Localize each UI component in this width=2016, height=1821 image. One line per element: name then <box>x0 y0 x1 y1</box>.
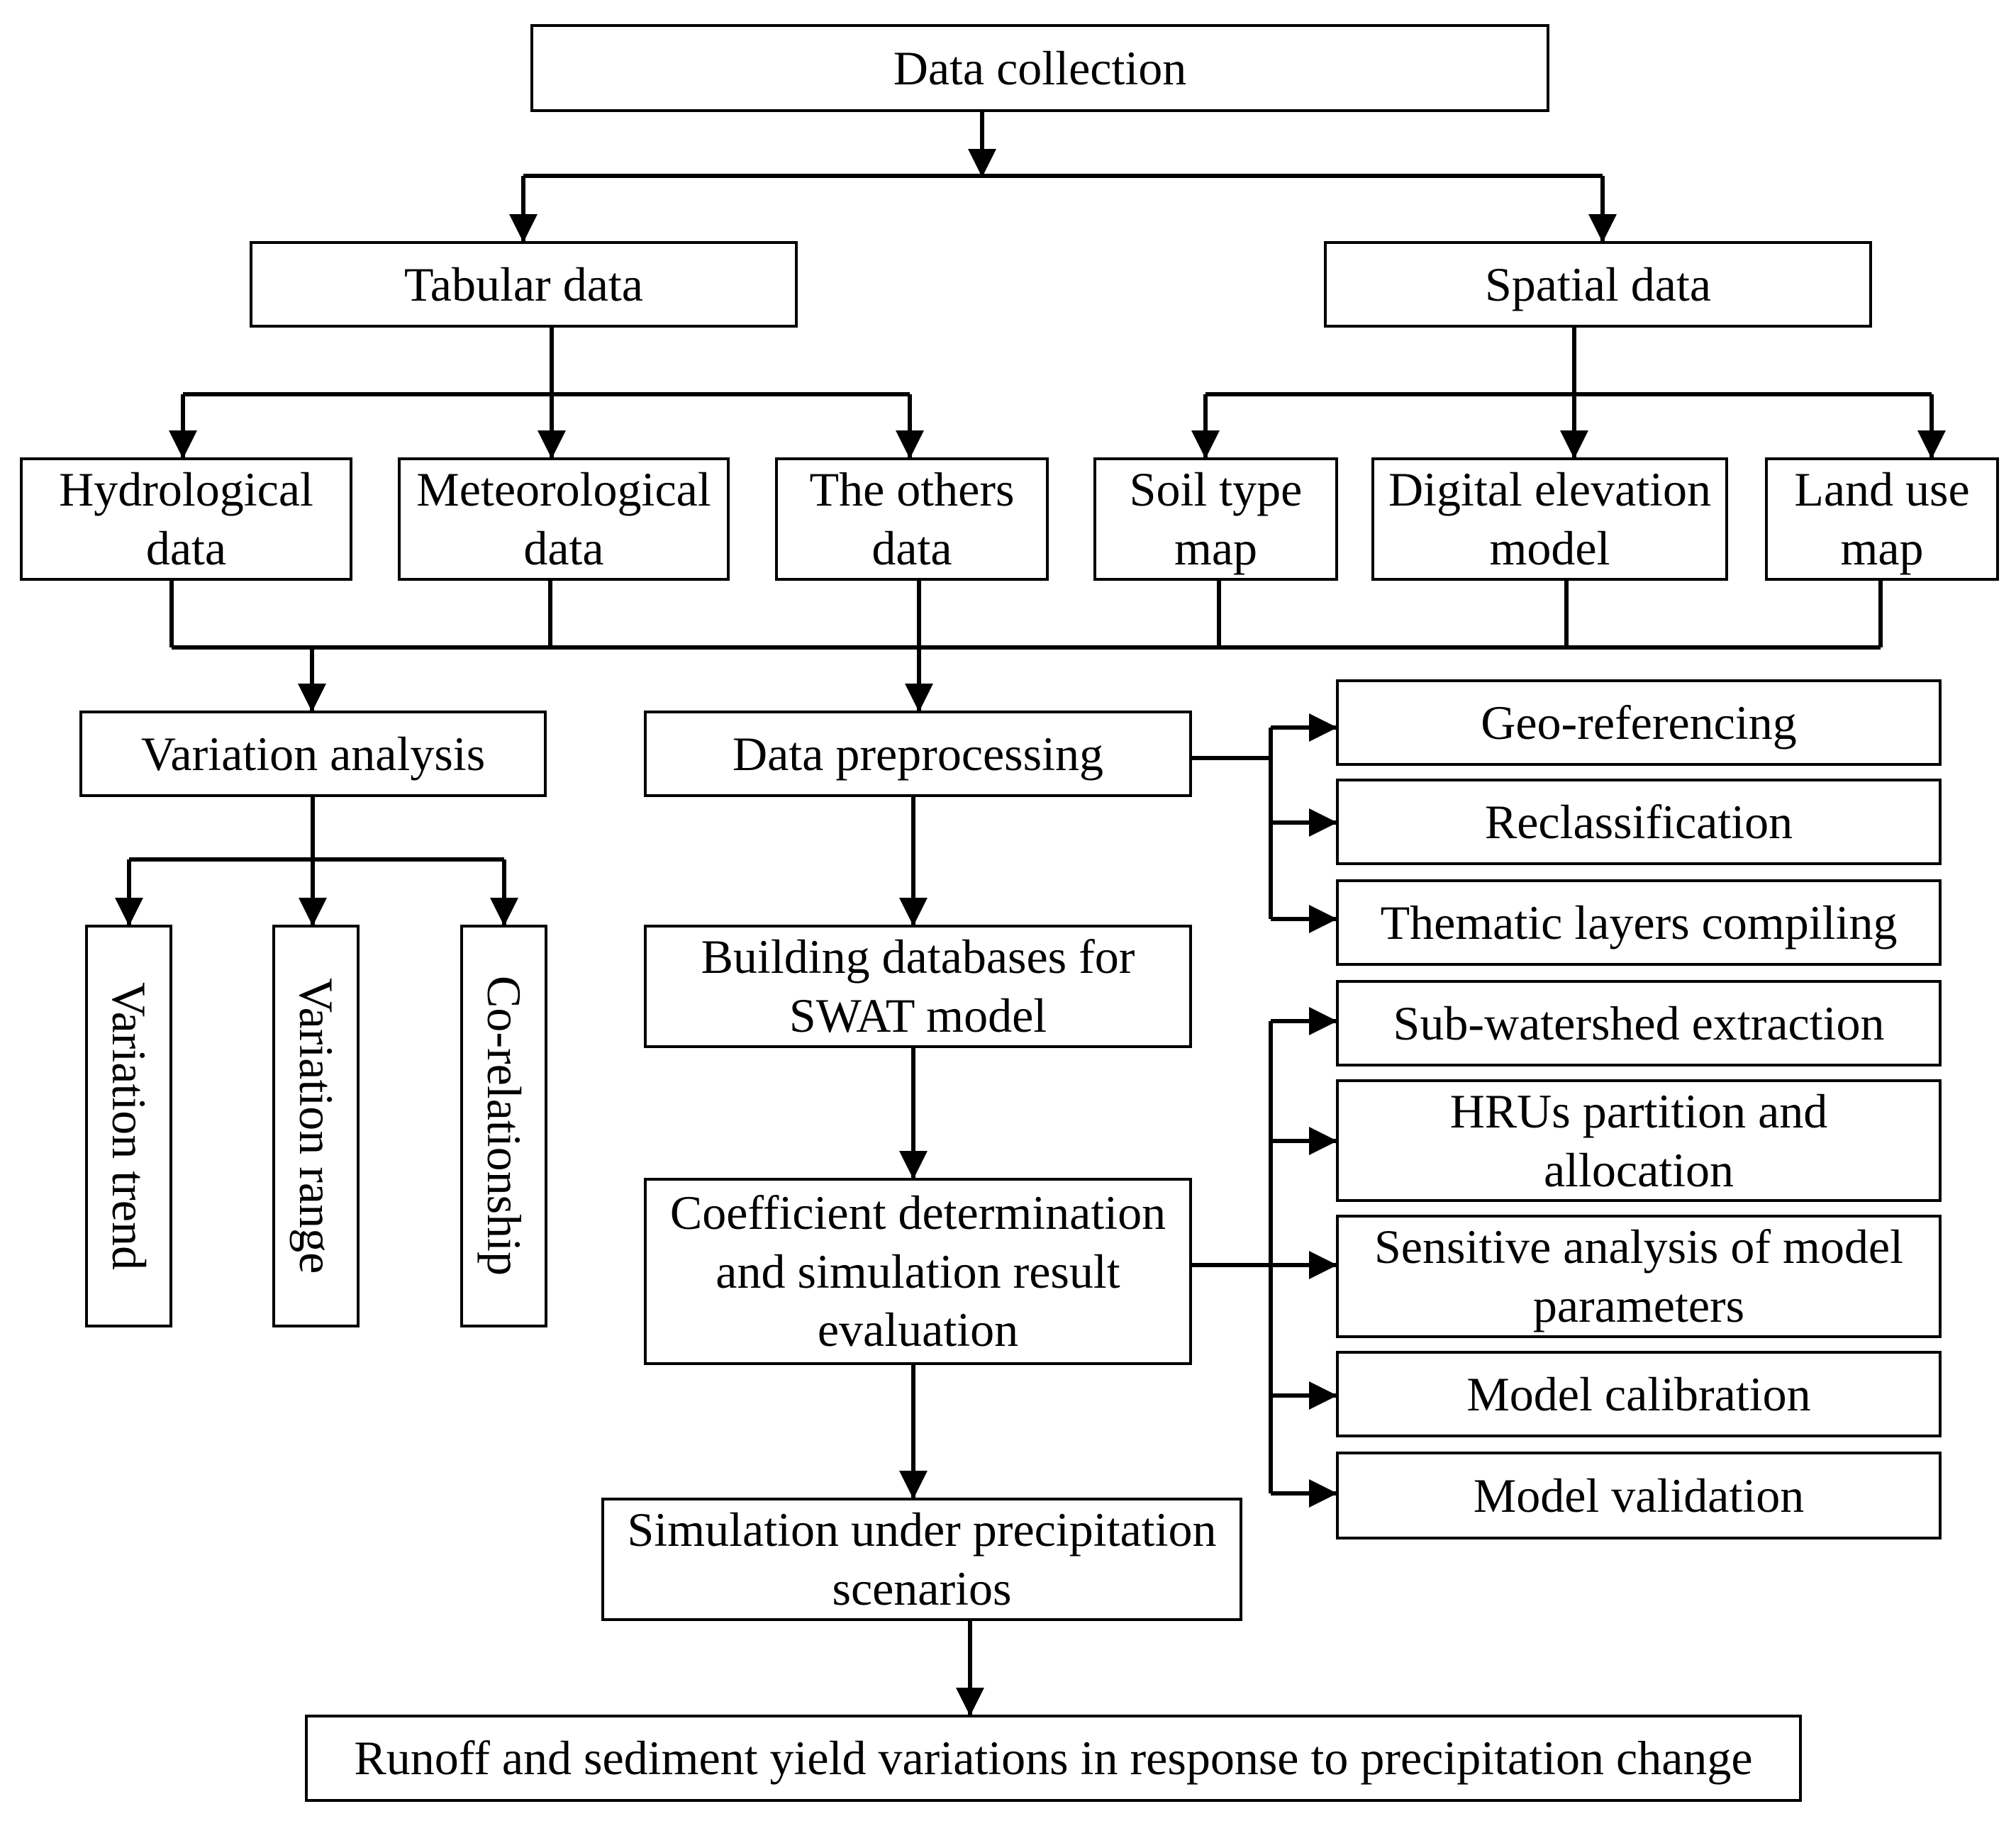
variation-trend-box: Variation trend <box>85 925 172 1327</box>
variation-range-box: Variation range <box>272 925 360 1327</box>
simulation-scenarios-box: Simulation under precipitation scenarios <box>601 1498 1242 1621</box>
co-relationship-label: Co-relationship <box>477 976 531 1276</box>
hydrological-data-box: Hydrological data <box>20 457 352 581</box>
thematic-layers-box: Thematic layers compiling <box>1336 879 1942 966</box>
model-validation-box: Model validation <box>1336 1452 1942 1539</box>
data-collection-box: Data collection <box>530 24 1549 112</box>
reclassification-box: Reclassification <box>1336 779 1942 865</box>
spatial-data-box: Spatial data <box>1324 241 1872 328</box>
soil-type-map-box: Soil type map <box>1093 457 1338 581</box>
variation-trend-label: Variation trend <box>101 982 156 1270</box>
tabular-data-box: Tabular data <box>250 241 798 328</box>
co-relationship-box: Co-relationship <box>460 925 547 1327</box>
variation-range-label: Variation range <box>289 978 343 1274</box>
meteorological-data-box: Meteorological data <box>398 457 730 581</box>
model-calibration-box: Model calibration <box>1336 1351 1942 1437</box>
geo-referencing-box: Geo-referencing <box>1336 679 1942 766</box>
variation-analysis-box: Variation analysis <box>79 711 547 797</box>
building-databases-box: Building databases for SWAT model <box>644 925 1192 1048</box>
others-data-box: The others data <box>775 457 1049 581</box>
hrus-partition-box: HRUs partition and allocation <box>1336 1079 1942 1202</box>
runoff-sediment-box: Runoff and sediment yield variations in … <box>305 1715 1802 1802</box>
land-use-map-box: Land use map <box>1765 457 1999 581</box>
digital-elevation-model-box: Digital elevation model <box>1371 457 1728 581</box>
data-preprocessing-box: Data preprocessing <box>644 711 1192 797</box>
coefficient-determination-box: Coefficient determination and simulation… <box>644 1178 1192 1365</box>
sensitive-analysis-box: Sensitive analysis of model parameters <box>1336 1215 1942 1338</box>
sub-watershed-box: Sub-watershed extraction <box>1336 980 1942 1067</box>
